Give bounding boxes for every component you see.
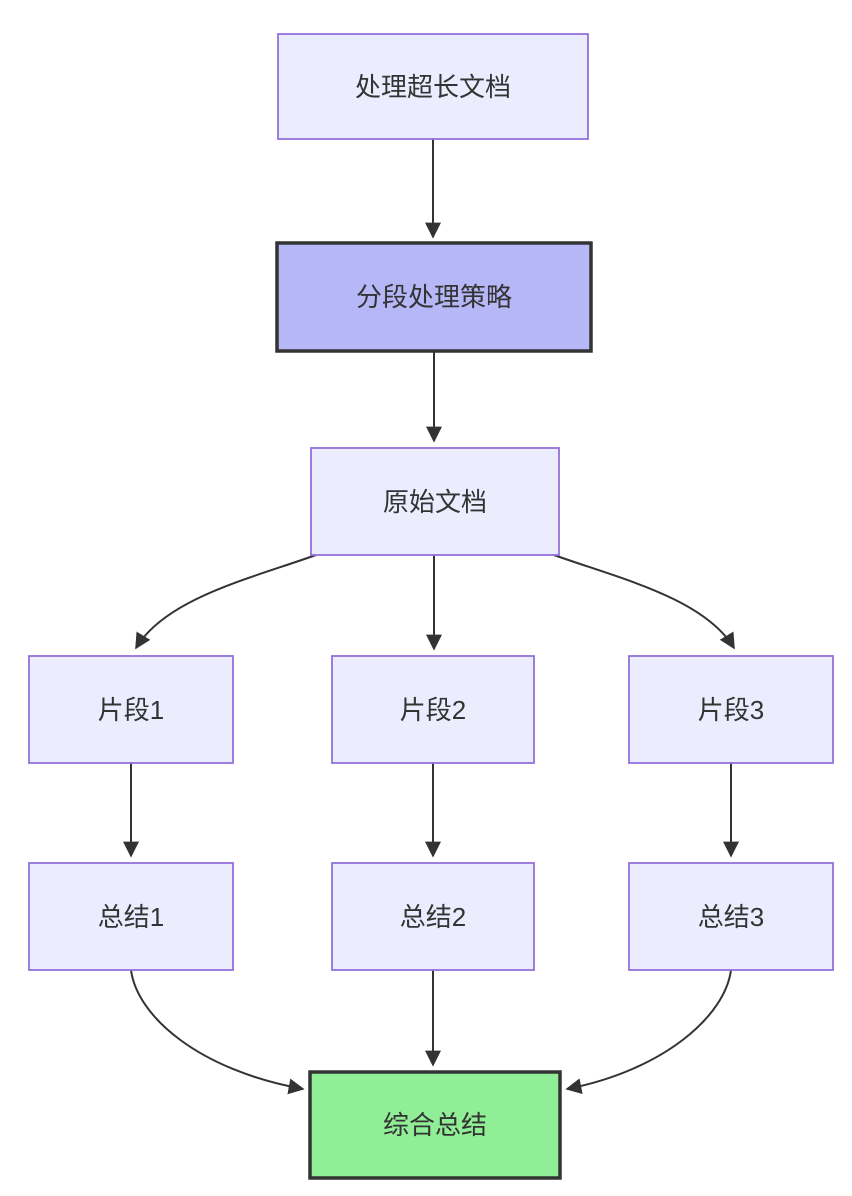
node-summary-2: 总结2 <box>331 862 535 971</box>
node-original-document-box <box>310 447 560 556</box>
node-summary-1-label: 总结1 <box>98 902 164 932</box>
edge-original-to-fragment-3 <box>553 554 735 650</box>
node-segmentation-strategy: 分段处理策略 <box>275 241 593 353</box>
node-fragment-1-box <box>28 655 234 764</box>
node-process-long-document-label: 处理超长文档 <box>355 72 511 102</box>
node-summary-1-box <box>28 862 234 971</box>
node-segmentation-strategy-box <box>275 241 593 353</box>
node-original-document-label: 原始文档 <box>383 487 487 517</box>
node-fragment-3-label: 片段3 <box>698 695 764 725</box>
node-original-document: 原始文档 <box>310 447 560 556</box>
node-fragment-3-box <box>628 655 834 764</box>
node-fragment-1: 片段1 <box>28 655 234 764</box>
node-fragment-1-label: 片段1 <box>98 695 164 725</box>
node-final-summary: 综合总结 <box>308 1070 562 1180</box>
node-summary-3-label: 总结3 <box>698 902 764 932</box>
node-fragment-2-box <box>331 655 535 764</box>
node-summary-1: 总结1 <box>28 862 234 971</box>
node-fragment-2-label: 片段2 <box>400 695 466 725</box>
node-fragment-3: 片段3 <box>628 655 834 764</box>
flow-edges <box>123 139 739 1095</box>
edge-summary-3-to-final <box>565 969 732 1095</box>
node-summary-3-box <box>628 862 834 971</box>
node-process-long-document-box <box>277 33 589 140</box>
node-summary-3: 总结3 <box>628 862 834 971</box>
node-final-summary-label: 综合总结 <box>383 1110 487 1140</box>
node-process-long-document: 处理超长文档 <box>277 33 589 140</box>
node-segmentation-strategy-label: 分段处理策略 <box>356 282 512 312</box>
node-summary-2-box <box>331 862 535 971</box>
node-fragment-2: 片段2 <box>331 655 535 764</box>
node-summary-2-label: 总结2 <box>400 902 466 932</box>
node-final-summary-box <box>308 1070 562 1180</box>
edge-original-to-fragment-1 <box>135 554 317 650</box>
edge-summary-1-to-final <box>130 969 305 1095</box>
